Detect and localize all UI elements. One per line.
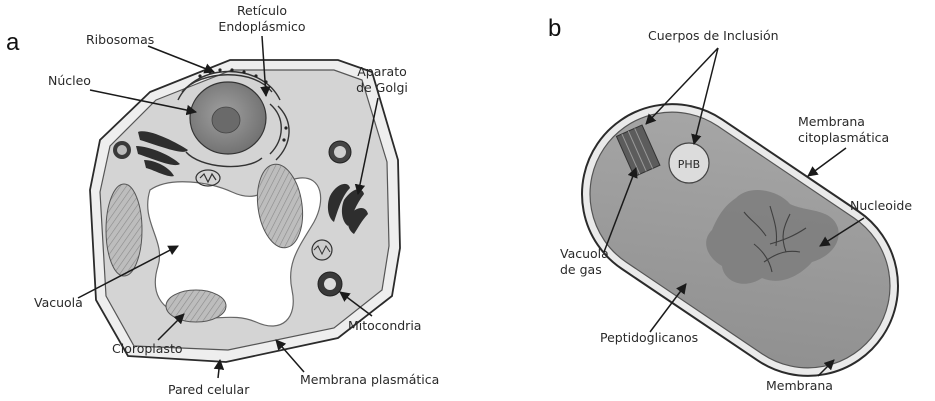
chloroplast-bottom — [166, 290, 226, 322]
chloroplast-left — [106, 184, 142, 276]
label-nucleoide: Nucleoide — [850, 198, 912, 213]
panel-a: a — [6, 3, 439, 397]
nucleolus — [212, 107, 240, 133]
label-membrana-cito-2: citoplasmática — [798, 130, 889, 145]
label-pared: Pared celular — [168, 382, 250, 397]
label-phb: PHB — [678, 158, 700, 171]
label-nucleo: Núcleo — [48, 73, 91, 88]
label-vacuola-gas-1: Vacuola — [560, 246, 609, 261]
label-membrana: Membrana — [766, 378, 833, 393]
label-ribosomas: Ribosomas — [86, 32, 154, 47]
label-reticulo-1: Retículo — [237, 3, 287, 18]
label-membrana-plasmatica: Membrana plasmática — [300, 372, 439, 387]
label-golgi-1: Aparato — [357, 64, 407, 79]
label-membrana-cito-1: Membrana — [798, 114, 865, 129]
label-vacuola-gas-2: de gas — [560, 262, 602, 277]
panel-b: b PHB Cuerpos de Inclusión Membran — [547, 15, 933, 401]
label-peptidoglicanos: Peptidoglicanos — [600, 330, 698, 345]
label-vacuola: Vacuola — [34, 295, 83, 310]
label-reticulo-2: Endoplásmico — [218, 19, 305, 34]
label-mitocondria: Mitocondria — [348, 318, 421, 333]
label-cloroplasto: Cloroplasto — [112, 341, 183, 356]
label-inclusion: Cuerpos de Inclusión — [648, 28, 779, 43]
label-golgi-2: de Golgi — [356, 80, 408, 95]
panel-b-letter: b — [548, 15, 561, 42]
panel-a-letter: a — [6, 29, 20, 56]
